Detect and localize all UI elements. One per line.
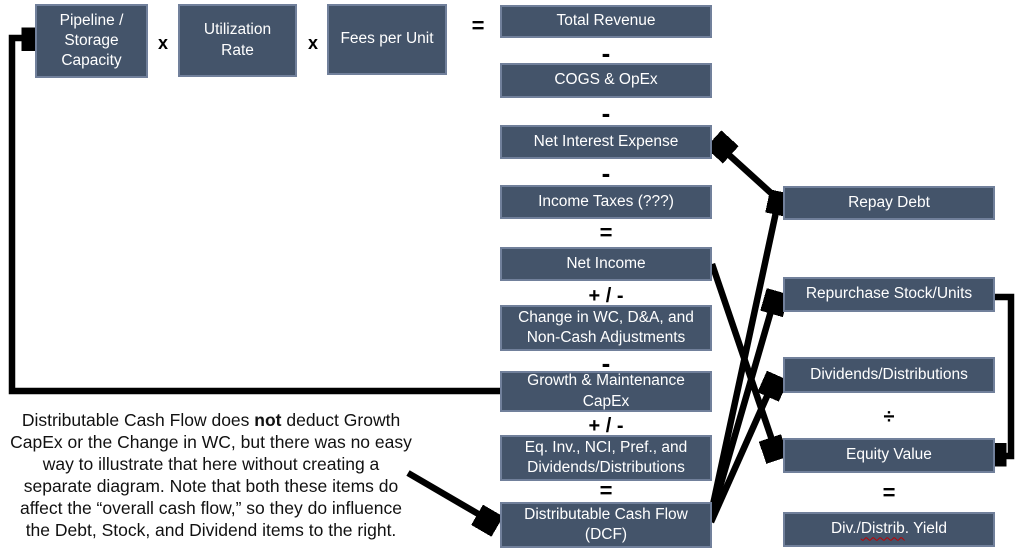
- box-repay-debt: Repay Debt: [783, 186, 995, 220]
- footnote-bold-text: not: [254, 410, 282, 430]
- box-growth-maintenance-capex: Growth & Maintenance CapEx: [500, 371, 712, 412]
- footnote-line: CapEx or the Change in WC, but there was…: [10, 432, 412, 452]
- multiply-operator: x: [157, 33, 168, 53]
- minus-operator: -: [601, 158, 611, 188]
- box-total-revenue: Total Revenue: [500, 5, 712, 38]
- box-pipeline-storage-capacity: Pipeline / Storage Capacity: [35, 4, 148, 78]
- box-net-interest-expense: Net Interest Expense: [500, 125, 712, 159]
- multiply-operator: x: [307, 33, 318, 53]
- box-distributable-cash-flow: Distributable Cash Flow (DCF): [500, 502, 712, 548]
- box-eq-inv-nci-pref: Eq. Inv., NCI, Pref., and Dividends/Dist…: [500, 435, 712, 481]
- minus-operator: -: [601, 98, 611, 128]
- box-repurchase-stock-units: Repurchase Stock/Units: [783, 277, 995, 312]
- box-change-in-wc: Change in WC, D&A, and Non-Cash Adjustme…: [500, 305, 712, 351]
- equals-operator: =: [882, 480, 896, 505]
- box-net-income: Net Income: [500, 247, 712, 281]
- arrow-dcf-to-repay-debt: [707, 212, 776, 515]
- box-cogs-opex: COGS & OpEx: [500, 63, 712, 98]
- box-equity-value: Equity Value: [783, 438, 995, 473]
- footnote-line: separate diagram. Note that both these i…: [23, 476, 399, 496]
- arrow-net-income-to-equity-value: [708, 262, 772, 440]
- plus-minus-operator: + / -: [588, 285, 624, 307]
- footnote-text: Distributable Cash Flow does: [21, 410, 255, 430]
- box-income-taxes: Income Taxes (???): [500, 185, 712, 219]
- footnote-line: way to illustrate that here without crea…: [42, 454, 380, 474]
- arrow-repurchase-to-equity-value: [993, 293, 1015, 456]
- yield-label-post: . Yield: [904, 520, 947, 538]
- footnote-line: the Debt, Stock, and Dividend items to t…: [25, 520, 397, 540]
- box-utilization-rate: Utilization Rate: [178, 4, 297, 77]
- minus-operator: -: [601, 38, 611, 68]
- equals-operator: =: [599, 478, 613, 503]
- arrow-repay-debt-to-net-interest: [728, 154, 785, 206]
- plus-minus-operator: + / -: [588, 415, 624, 437]
- dcf-footnote: Distributable Cash Flow does not deduct …: [0, 409, 422, 541]
- arrow-dcf-to-repurchase: [707, 311, 771, 519]
- divide-operator: ÷: [883, 406, 895, 428]
- footnote-text: deduct Growth: [281, 410, 401, 430]
- equals-operator: =: [471, 13, 485, 38]
- arrow-dcf-to-dividends: [708, 394, 768, 524]
- equals-operator: =: [599, 220, 613, 245]
- minus-operator: -: [601, 348, 611, 378]
- box-fees-per-unit: Fees per Unit: [327, 4, 447, 75]
- yield-label: Div./Distrib. Yield: [831, 519, 947, 539]
- footnote-line: affect the “overall cash flow,” so they …: [20, 498, 402, 518]
- box-div-distrib-yield: Div./Distrib. Yield: [783, 512, 995, 547]
- box-dividends-distributions: Dividends/Distributions: [783, 357, 995, 393]
- footnote-line: Distributable Cash Flow does not deduct …: [0, 409, 422, 431]
- yield-label-pre: Div./: [830, 520, 861, 538]
- arrow-capex-to-capacity: [8, 38, 500, 395]
- yield-label-misspelled: Distrib: [860, 520, 905, 538]
